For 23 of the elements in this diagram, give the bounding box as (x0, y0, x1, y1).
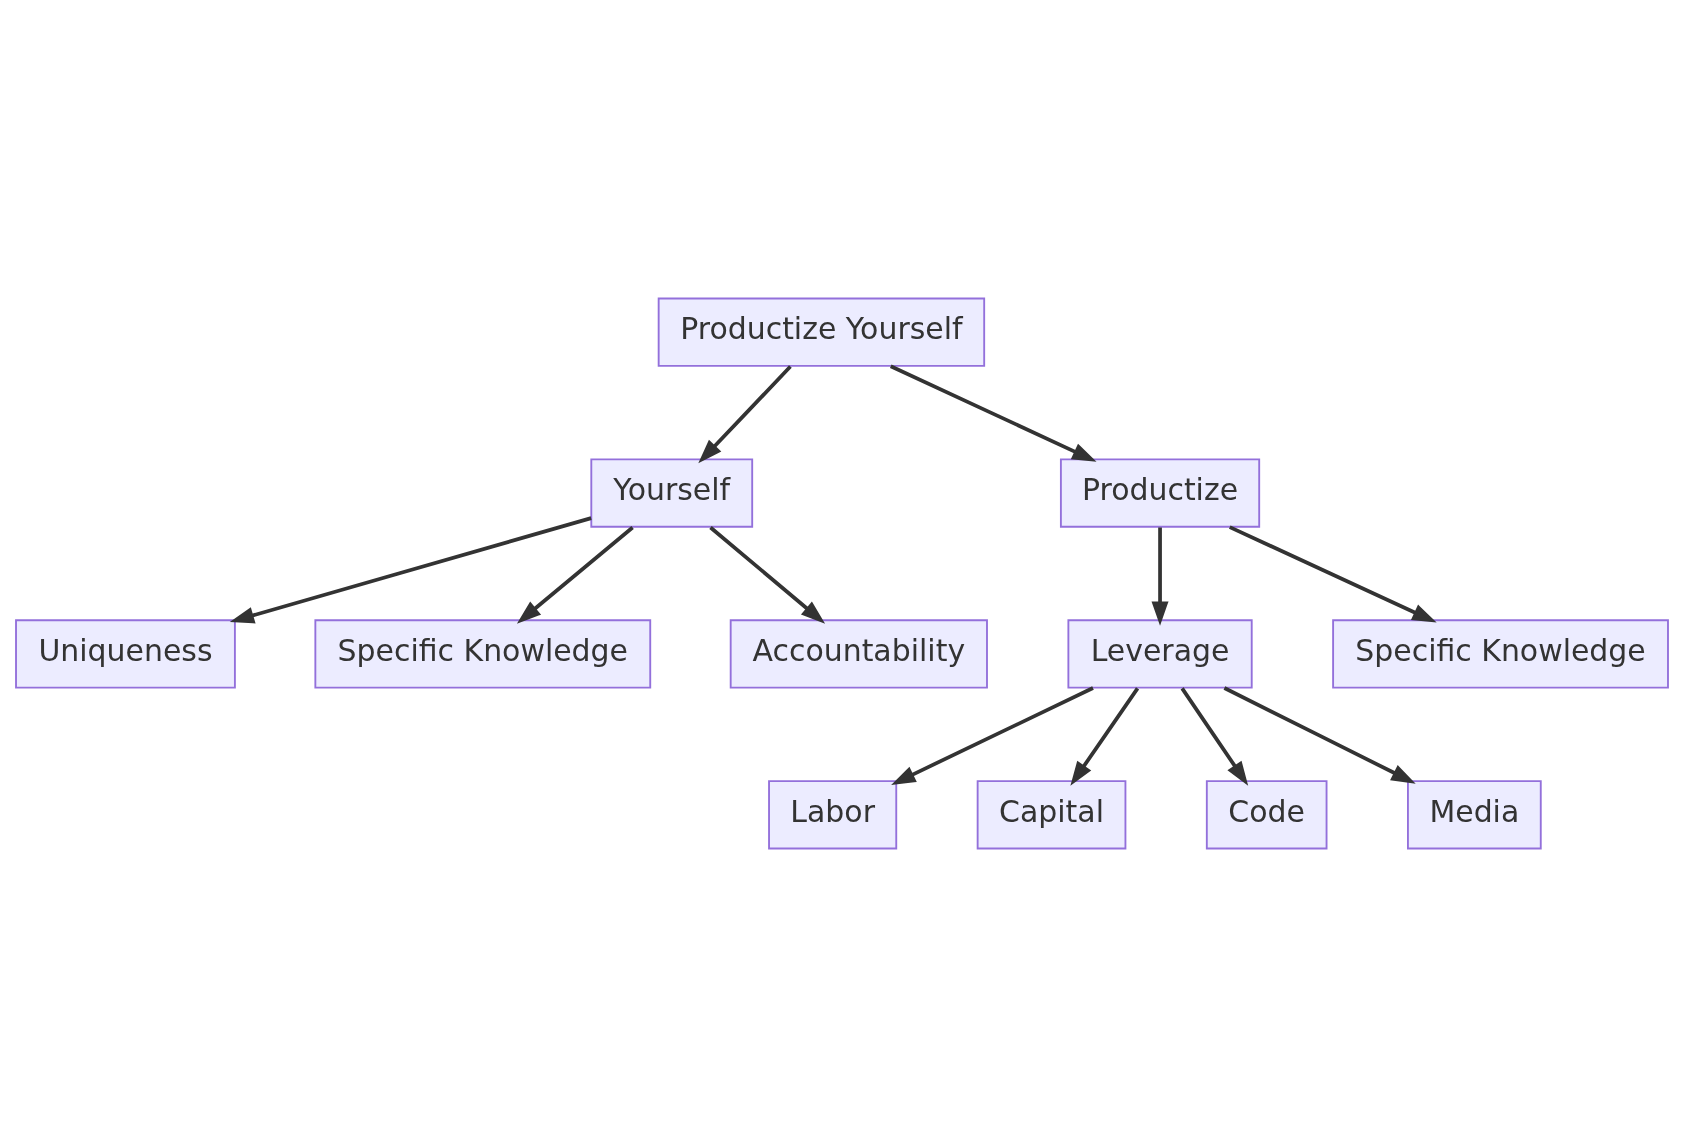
node-box: Specific Knowledge (1332, 618, 1669, 689)
node-box: Yourself (590, 457, 754, 528)
arrow (229, 515, 592, 624)
arrow (709, 525, 826, 624)
node-box: Media (1407, 779, 1542, 849)
arrow (1151, 527, 1169, 626)
arrow (1070, 686, 1140, 786)
arrow (1229, 524, 1437, 623)
node-box: Productize (1059, 457, 1261, 528)
arrow (891, 685, 1094, 785)
node-box: Capital (976, 779, 1127, 849)
node-box: Labor (768, 779, 898, 849)
arrow (1180, 686, 1249, 786)
node-box: Specific Knowledge (314, 618, 652, 689)
arrow (516, 525, 634, 624)
arrow (1223, 685, 1416, 784)
node-box: Productize Yourself (657, 297, 986, 367)
node-box: Accountability (729, 618, 988, 689)
arrow (698, 364, 792, 463)
node-box: Uniqueness (15, 618, 236, 689)
node-box: Leverage (1067, 618, 1253, 689)
arrow (889, 364, 1097, 462)
node-box: Code (1205, 779, 1328, 849)
